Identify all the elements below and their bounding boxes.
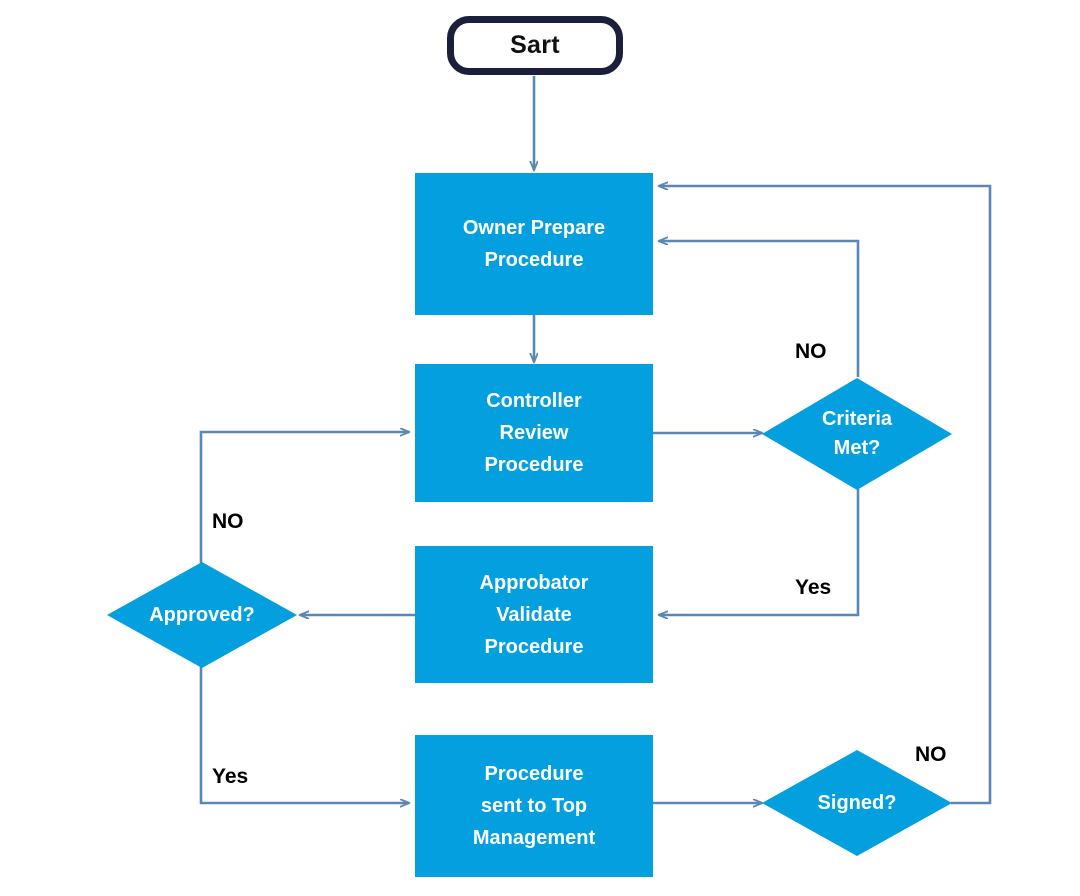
node-owner-prepare-procedure-label: Owner Prepare Procedure — [462, 217, 606, 271]
node-approbator-validate-procedure[interactable]: Approbator Validate Procedure — [415, 546, 653, 683]
node-approved-decision-label: Approved? — [149, 603, 255, 626]
node-start-label: Sart — [510, 31, 560, 59]
edge-signed-no-to-owner — [659, 186, 992, 805]
node-criteria-met-decision-label: Criteria Met? — [821, 408, 893, 459]
node-owner-prepare-procedure[interactable]: Owner Prepare Procedure — [415, 173, 653, 315]
edge-label-signed-no: NO — [915, 743, 947, 766]
edge-label-approved-yes: Yes — [212, 765, 249, 788]
node-controller-review-procedure-label: Controller Review Procedure — [484, 390, 584, 476]
node-start[interactable]: Sart — [447, 16, 623, 75]
edge-criteria-no-to-owner — [659, 241, 860, 377]
edge-approved-no-to-controller — [199, 432, 409, 565]
node-signed-decision-label: Signed? — [817, 791, 897, 814]
edge-label-approved-no: NO — [212, 510, 244, 533]
node-approbator-validate-procedure-label: Approbator Validate Procedure — [479, 571, 589, 658]
node-approved-decision[interactable]: Approved? — [107, 562, 297, 668]
node-signed-decision[interactable]: Signed? — [762, 750, 952, 856]
node-criteria-met-decision[interactable]: Criteria Met? — [762, 378, 952, 490]
node-controller-review-procedure[interactable]: Controller Review Procedure — [415, 364, 653, 502]
node-procedure-sent-to-top-management[interactable]: Procedure sent to Top Management — [415, 735, 653, 877]
edge-label-criteria-no: NO — [795, 340, 827, 363]
edge-label-criteria-yes: Yes — [795, 576, 832, 599]
node-procedure-sent-to-top-management-label: Procedure sent to Top Management — [472, 763, 596, 849]
